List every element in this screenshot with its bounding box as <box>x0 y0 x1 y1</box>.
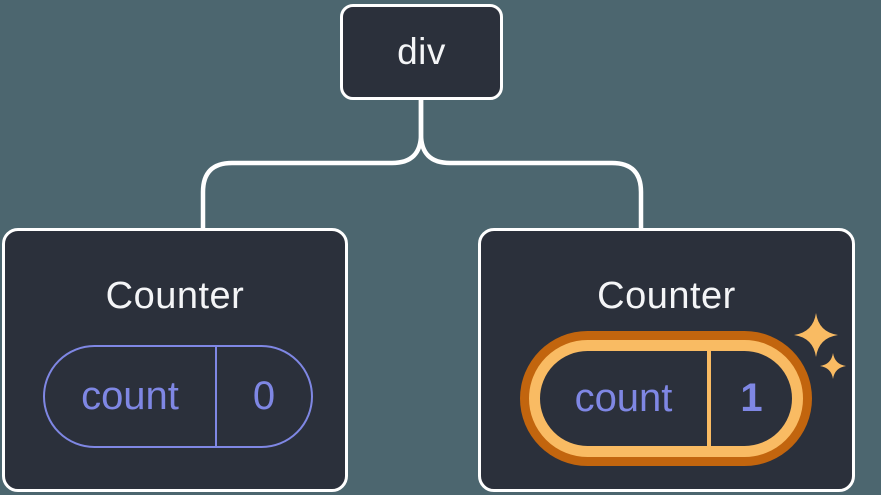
state-value-label: 0 <box>252 374 276 418</box>
pill-divider <box>707 351 711 446</box>
state-key-label: count <box>574 376 673 420</box>
counter-card-right: Counter count 1 <box>478 228 855 492</box>
connector-root-to-right-child <box>418 95 644 231</box>
root-node-div: div <box>340 4 503 100</box>
connector-root-to-left-child <box>200 95 424 231</box>
state-value-label: 1 <box>740 376 763 420</box>
state-key-label: count <box>81 374 179 418</box>
pill-divider <box>215 347 217 446</box>
counter-title: Counter <box>105 275 245 317</box>
root-node-label: div <box>397 31 446 72</box>
sparkles-icon <box>794 313 846 379</box>
counter-card-left: Counter count 0 <box>2 228 348 492</box>
counter-title: Counter <box>597 275 736 317</box>
state-pill-count-1-highlighted: count 1 <box>529 340 803 457</box>
state-pill-count-0: count 0 <box>43 345 313 448</box>
